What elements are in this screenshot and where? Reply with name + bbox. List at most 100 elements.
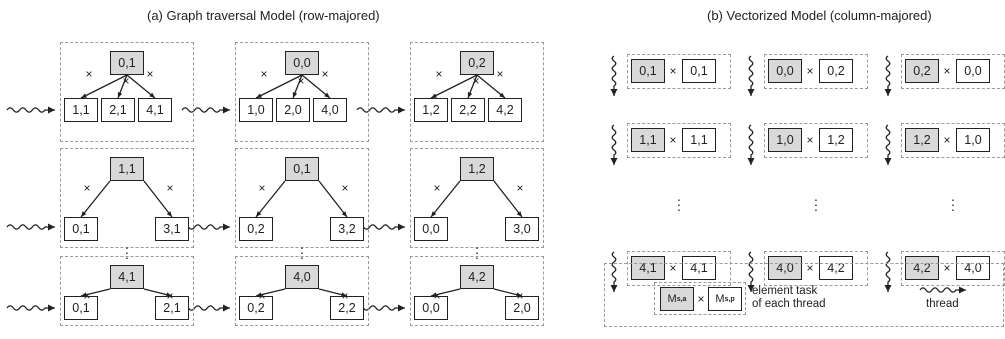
times-label: × [516, 289, 524, 303]
arrowhead [499, 92, 505, 98]
source-node: 4,1 [631, 256, 665, 280]
legend-element-box [654, 282, 746, 315]
times-label: × [146, 67, 154, 81]
vector-cell-box [764, 123, 868, 158]
times-label: × [806, 261, 814, 275]
vertical-ellipsis: ··· [124, 239, 130, 265]
times-label: × [122, 74, 130, 88]
target-node: 1,2 [414, 98, 448, 122]
source-node: 0,0 [768, 59, 802, 83]
target-node: 1,0 [956, 128, 990, 152]
vertical-ellipsis: ··· [676, 191, 682, 217]
arrowhead [516, 292, 522, 297]
target-node: 0,1 [64, 296, 98, 320]
times-label: × [669, 133, 677, 147]
target-node: 2,2 [330, 296, 364, 320]
source-node: 0,1 [110, 51, 144, 75]
edge [80, 74, 128, 99]
source-node: 0,2 [460, 51, 494, 75]
source-node: 0,1 [285, 157, 319, 181]
thread-arrow [885, 251, 891, 292]
arrowhead [341, 292, 347, 297]
thread-arrow [611, 251, 617, 292]
target-node: 1,2 [819, 128, 853, 152]
edge [318, 180, 348, 218]
target-node: 0,2 [239, 296, 273, 320]
times-label: × [516, 181, 524, 195]
target-node: 1,1 [682, 128, 716, 152]
thread-arrowhead [48, 304, 55, 312]
thread-arrow [611, 124, 617, 165]
vector-cell-box [627, 123, 731, 158]
vector-cell-box [764, 54, 868, 89]
graph-cell-box [60, 256, 194, 326]
arrowhead [431, 211, 437, 217]
times-label: × [258, 289, 266, 303]
legend-times: × [697, 292, 705, 306]
legend-box [604, 263, 1004, 327]
arrowhead [81, 211, 87, 217]
times-label: × [83, 181, 91, 195]
thread-arrowhead [884, 285, 892, 292]
times-label: × [341, 181, 349, 195]
thread-arrowhead [223, 106, 230, 114]
thread-arrowhead [747, 158, 755, 165]
source-node: 4,2 [460, 265, 494, 289]
arrowhead [256, 292, 262, 297]
target-node: 0,0 [414, 296, 448, 320]
graph-cell-box [235, 42, 369, 142]
edge [430, 74, 478, 99]
thread-arrow [6, 107, 55, 113]
source-node: 4,0 [768, 256, 802, 280]
thread-arrowhead [398, 304, 405, 312]
thread-arrowhead [610, 285, 618, 292]
thread-arrowhead [884, 89, 892, 96]
left-title: (a) Graph traversal Model (row-majored) [147, 8, 380, 23]
thread-arrow [748, 124, 754, 165]
target-node: 4,2 [819, 256, 853, 280]
target-node: 1,1 [64, 98, 98, 122]
target-node: 2,0 [276, 98, 310, 122]
source-node: 4,2 [905, 256, 939, 280]
vertical-ellipsis: ··· [474, 239, 480, 265]
target-node: 1,0 [239, 98, 273, 122]
thread-arrowhead [48, 223, 55, 231]
times-label: × [433, 181, 441, 195]
thread-arrow [885, 55, 891, 96]
times-label: × [166, 289, 174, 303]
thread-arrowhead [223, 304, 230, 312]
target-node: 3,0 [505, 217, 539, 241]
edge [255, 74, 303, 99]
thread-arrowhead [610, 89, 618, 96]
arrowhead [256, 211, 262, 217]
target-node: 4,1 [682, 256, 716, 280]
graph-cell-box [60, 42, 194, 142]
thread-arrow [885, 124, 891, 165]
arrowhead [117, 92, 123, 98]
thread-arrow [611, 55, 617, 96]
arrowhead [166, 211, 172, 217]
edge [301, 74, 331, 99]
legend-thread-arrow [919, 287, 966, 293]
times-label: × [258, 181, 266, 195]
thread-arrow [748, 55, 754, 96]
target-node: 0,1 [64, 217, 98, 241]
graph-cell-box [235, 148, 369, 248]
arrowhead [166, 292, 172, 297]
times-label: × [943, 261, 951, 275]
times-label: × [472, 74, 480, 88]
arrowhead [467, 92, 473, 98]
right-title: (b) Vectorized Model (column-majored) [707, 8, 932, 23]
target-node: 0,1 [682, 59, 716, 83]
thread-arrow [356, 107, 405, 113]
thread-arrowhead [398, 106, 405, 114]
thread-arrowhead [610, 158, 618, 165]
times-label: × [433, 289, 441, 303]
target-node: 2,2 [451, 98, 485, 122]
vector-cell-box [764, 251, 868, 286]
source-node: 0,1 [631, 59, 665, 83]
target-node: 4,0 [956, 256, 990, 280]
